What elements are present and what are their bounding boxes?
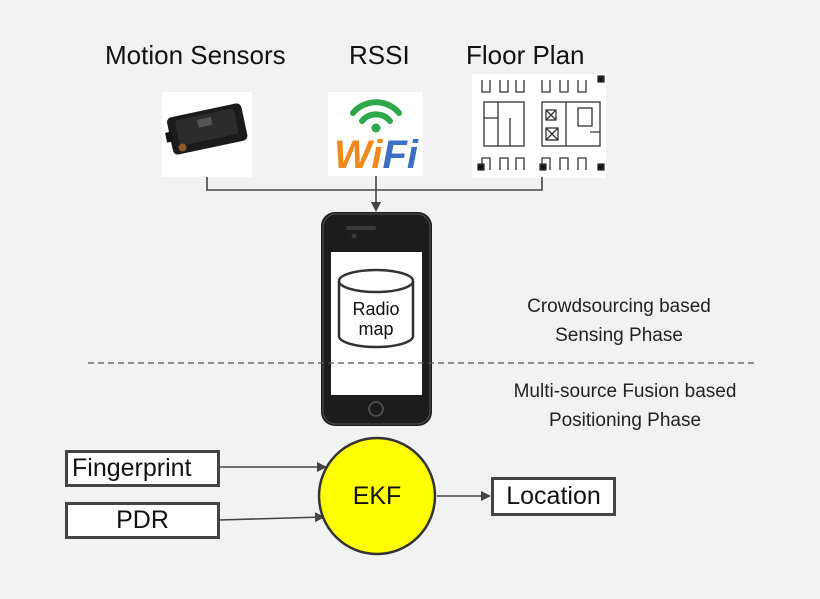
positioning-phase-line1: Multi-source Fusion based	[513, 381, 737, 402]
fingerprint-label: Fingerprint	[72, 454, 192, 482]
home-button-icon	[368, 401, 384, 417]
motion-sensors-label: Motion Sensors	[105, 40, 286, 70]
location-label: Location	[506, 482, 601, 510]
ekf-label: EKF	[352, 482, 402, 510]
radio-map-label-line2: map	[358, 319, 394, 339]
wifi-logo-image: WiFi	[328, 92, 423, 177]
fusion-arrows	[218, 462, 491, 523]
pdr-label: PDR	[116, 506, 169, 534]
ekf-node	[317, 436, 437, 556]
radio-map-database-icon	[337, 268, 415, 349]
input-connectors	[206, 176, 543, 212]
positioning-phase-line2: Positioning Phase	[548, 410, 702, 431]
sensing-phase-line1: Crowdsourcing based	[527, 296, 711, 317]
fingerprint-box: Fingerprint	[65, 450, 220, 487]
floor-plan-image	[472, 74, 606, 178]
wifi-logo-text: WiFi	[334, 133, 419, 177]
floor-plan-label: Floor Plan	[466, 40, 585, 70]
wifi-signal-icon	[350, 99, 402, 124]
sensing-phase-line2: Sensing Phase	[555, 325, 683, 346]
pdr-box: PDR	[65, 502, 220, 539]
motion-sensor-image	[162, 92, 252, 177]
rssi-label: RSSI	[349, 40, 410, 70]
radio-map-label-line1: Radio	[352, 299, 400, 319]
location-box: Location	[491, 477, 616, 516]
